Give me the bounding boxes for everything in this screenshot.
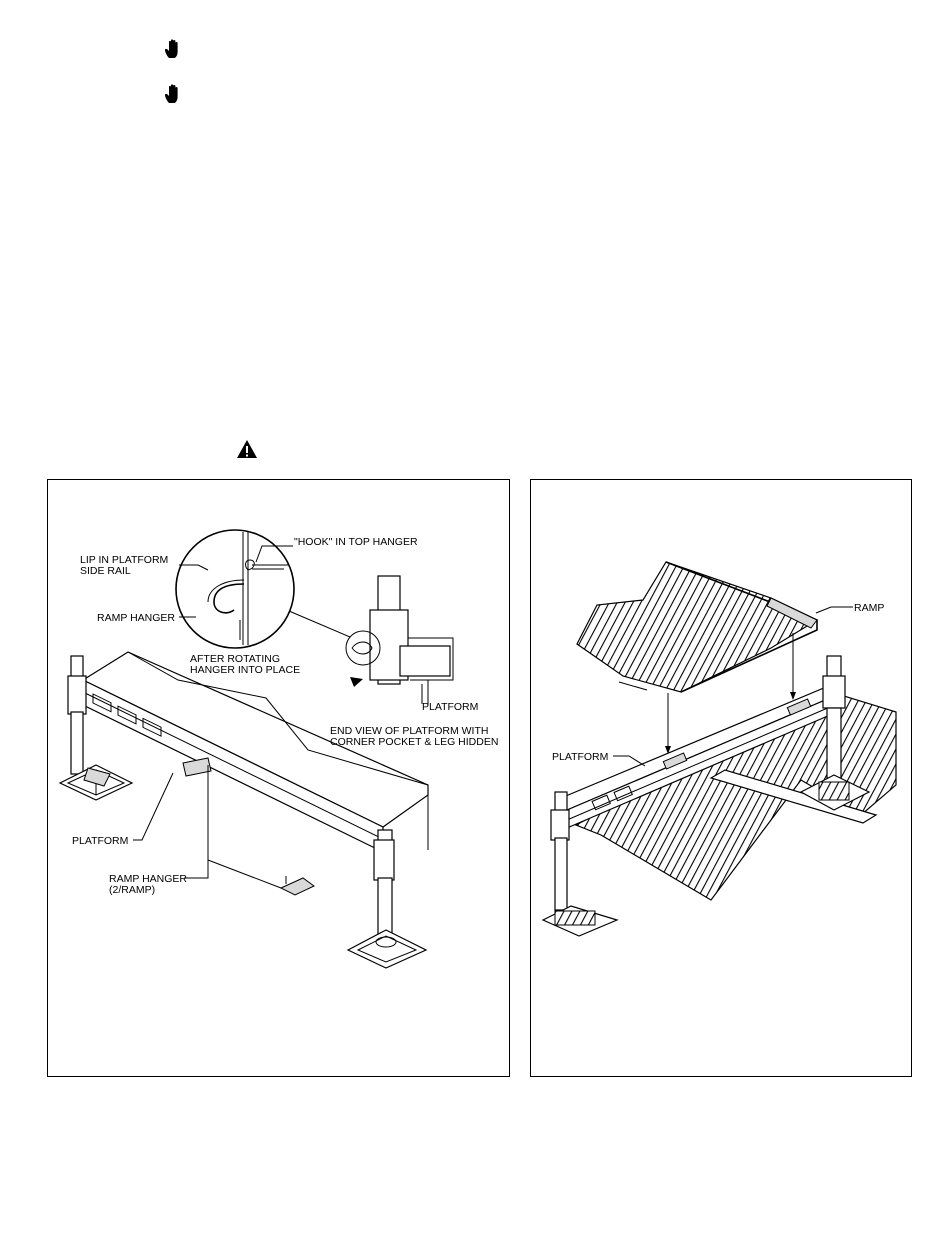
figure-ramp-hanger-installation: LIP IN PLATFORM SIDE RAIL "HOOK" IN TOP … bbox=[47, 479, 510, 1077]
ramp-hanger-diagram: LIP IN PLATFORM SIDE RAIL "HOOK" IN TOP … bbox=[48, 480, 509, 1076]
ramp-on-platform-diagram: RAMP PLATFORM bbox=[531, 480, 911, 1076]
detail-leader-line bbox=[289, 611, 350, 637]
stop-hand-icon bbox=[164, 39, 182, 59]
stop-hand-icon bbox=[164, 84, 182, 104]
label-after-rotating-line2: HANGER INTO PLACE bbox=[190, 664, 300, 676]
ramp-panel bbox=[577, 562, 817, 692]
label-ramp-hanger: RAMP HANGER bbox=[97, 612, 175, 624]
label-ramp-hanger-count-line2: (2/RAMP) bbox=[109, 884, 155, 896]
figure-ramp-installation: RAMP PLATFORM bbox=[530, 479, 912, 1077]
right-leg-assembly bbox=[348, 830, 426, 968]
hanger-detail-circle bbox=[176, 530, 294, 648]
label-platform: PLATFORM bbox=[72, 835, 128, 847]
label-ramp: RAMP bbox=[854, 602, 884, 614]
end-view-detail bbox=[346, 576, 453, 705]
label-hook: "HOOK" IN TOP HANGER bbox=[294, 536, 418, 548]
label-platform-detail: PLATFORM bbox=[422, 701, 478, 713]
label-platform: PLATFORM bbox=[552, 751, 608, 763]
warning-triangle-icon bbox=[236, 439, 258, 459]
platform-assembly bbox=[83, 652, 428, 852]
label-end-view-line2: CORNER POCKET & LEG HIDDEN bbox=[330, 736, 498, 748]
label-lip-line2: SIDE RAIL bbox=[80, 565, 131, 577]
